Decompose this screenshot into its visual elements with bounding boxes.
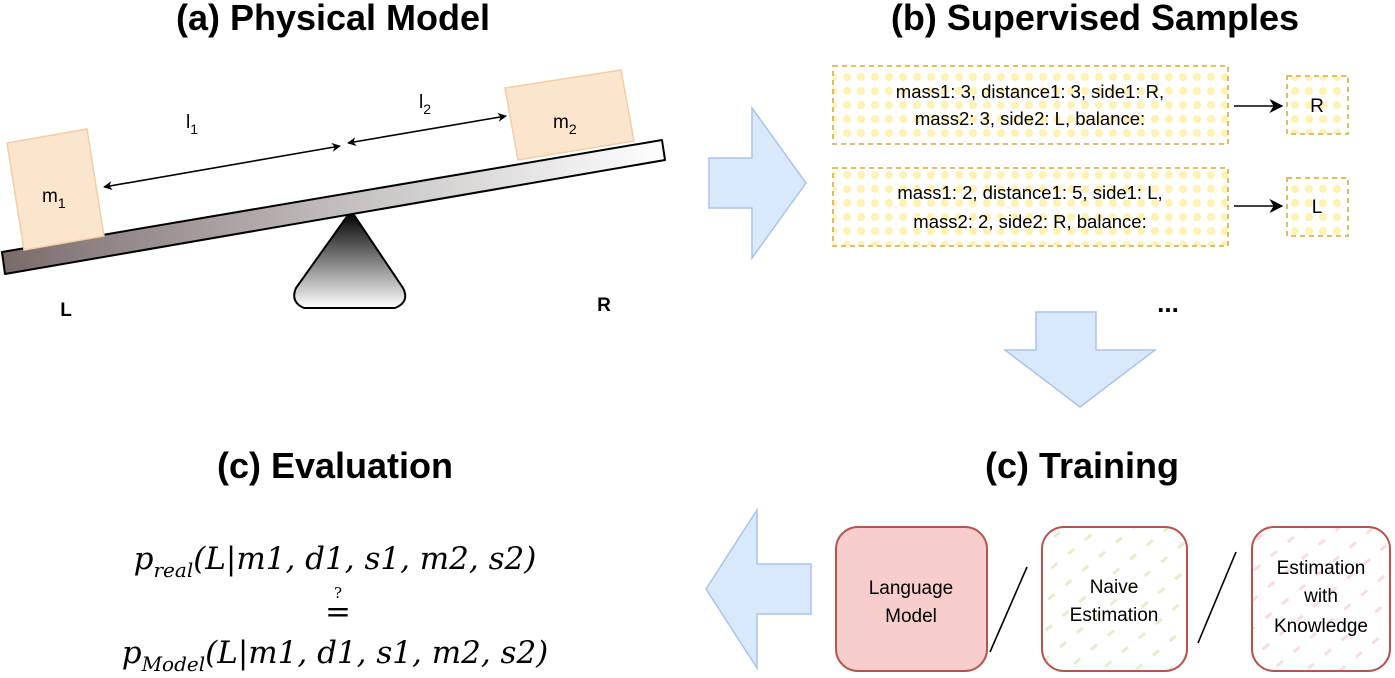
formula-real: preal(L|m1, d1, s1, m2, s2) xyxy=(134,541,537,582)
mass-right-block: m2 xyxy=(504,69,635,161)
mass-right-label: m2 xyxy=(553,112,577,137)
seesaw: m1 m2 l1 l2 L R xyxy=(1,69,666,321)
sample-2-box xyxy=(832,167,1229,247)
sample-2-line-2: mass2: 2, side2: R, balance: xyxy=(913,211,1146,232)
sample-2-line-1: mass1: 2, distance1: 5, side1: L, xyxy=(897,182,1162,203)
naive-estimation-line-1: Naive xyxy=(1090,577,1139,598)
evaluation-formula: preal(L|m1, d1, s1, m2, s2) ? = pModel(L… xyxy=(122,541,549,676)
side-right-label: R xyxy=(597,295,611,316)
knowledge-line-1: Estimation xyxy=(1277,558,1366,579)
formula-question: ? xyxy=(334,584,342,602)
formula-model: pModel(L|m1, d1, s1, m2, s2) xyxy=(122,635,549,676)
knowledge-line-2: with xyxy=(1303,586,1338,607)
flow-arrow-left xyxy=(705,507,812,671)
naive-estimation-box xyxy=(1041,526,1188,672)
sample-1: mass1: 3, distance1: 3, side1: R, mass2:… xyxy=(832,65,1349,145)
sample-2: mass1: 2, distance1: 5, side1: L, mass2:… xyxy=(832,167,1349,247)
mass-left-shape xyxy=(6,128,105,251)
mass-left-label: m1 xyxy=(42,186,66,211)
sample-1-label: R xyxy=(1310,96,1324,117)
length-right-arrow xyxy=(347,112,507,147)
length-left-label: l1 xyxy=(186,112,198,137)
title-training: (c) Training xyxy=(985,445,1179,486)
formula-equals: = xyxy=(325,594,351,630)
flow-arrow-down xyxy=(1002,311,1158,408)
sample-1-line-2: mass2: 3, side2: L, balance: xyxy=(915,108,1145,129)
estimation-with-knowledge-box xyxy=(1251,526,1391,672)
sample-1-line-1: mass1: 3, distance1: 3, side1: R, xyxy=(896,81,1164,102)
naive-estimation-line-2: Estimation xyxy=(1070,605,1159,626)
sample-2-label: L xyxy=(1312,197,1323,218)
language-model-line-2: Model xyxy=(885,606,937,627)
samples-ellipsis: ... xyxy=(1157,288,1179,318)
separator-1 xyxy=(989,566,1028,653)
flow-arrow-right xyxy=(708,105,807,261)
training-models: Language Model Naive Estimation Estimati… xyxy=(835,526,1391,672)
title-supervised-samples: (b) Supervised Samples xyxy=(891,0,1299,38)
knowledge-line-3: Knowledge xyxy=(1274,616,1368,637)
side-left-label: L xyxy=(60,300,72,321)
sample-1-label-box xyxy=(1286,75,1349,135)
language-model-line-1: Language xyxy=(869,578,954,599)
length-left-arrow xyxy=(103,142,341,191)
title-physical-model: (a) Physical Model xyxy=(176,0,490,38)
sample-1-box xyxy=(832,65,1229,145)
fulcrum xyxy=(293,212,407,309)
language-model-box xyxy=(835,526,988,672)
beam xyxy=(1,139,666,275)
separator-2 xyxy=(1197,551,1237,644)
title-evaluation: (c) Evaluation xyxy=(217,445,453,486)
length-right-label: l2 xyxy=(419,92,431,117)
mass-left-block: m1 xyxy=(6,128,105,251)
mass-right-shape xyxy=(504,69,635,161)
sample-2-label-box xyxy=(1286,177,1349,237)
